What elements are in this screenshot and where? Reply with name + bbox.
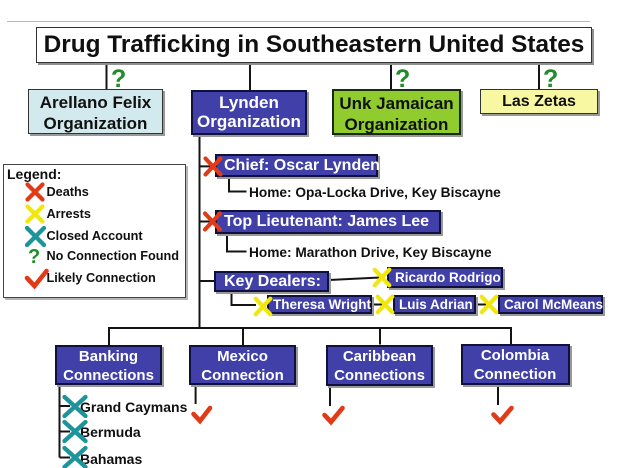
svg-text:?: ? xyxy=(395,65,410,93)
svg-text:?: ? xyxy=(111,65,126,93)
svg-text:?: ? xyxy=(543,65,558,93)
svg-text:?: ? xyxy=(28,246,40,268)
